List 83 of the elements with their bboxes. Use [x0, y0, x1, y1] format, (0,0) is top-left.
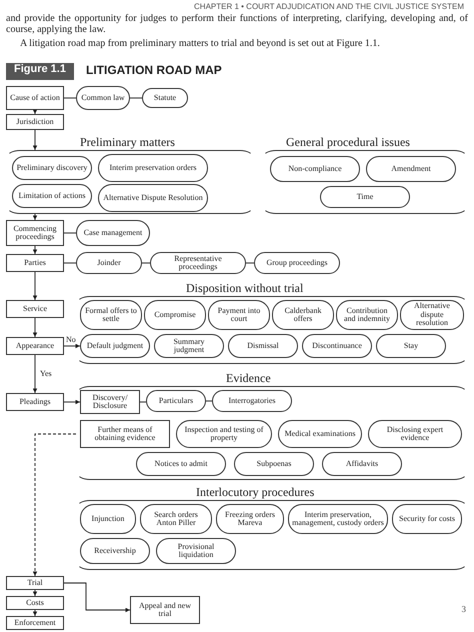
arrow [32, 590, 38, 596]
connector-line [206, 400, 212, 402]
rounded-box: Interim preservation, management, custody orders [288, 504, 388, 534]
rounded-box: Subpoenas [234, 452, 314, 476]
rounded-box: Non-compliance [270, 156, 360, 182]
process-box: Discovery/ Disclosure [80, 390, 140, 414]
arrow [32, 110, 38, 114]
body-paragraph: A litigation road map from preliminary matters to trial and beyond is set out at Figure 1.1. [19, 38, 381, 49]
edge-label: Yes [39, 369, 53, 378]
rounded-box: Interrogatories [212, 390, 292, 412]
arrow [64, 582, 130, 612]
arrow [32, 214, 38, 220]
page-number: 3 [462, 604, 466, 614]
process-box: Appearance [6, 337, 64, 355]
rounded-box: Summary judgment [154, 334, 224, 358]
arrow [32, 246, 38, 254]
arrow [32, 272, 38, 300]
rounded-box: Dismissal [228, 334, 298, 358]
rounded-box: Default judgment [80, 334, 150, 358]
group-heading: Preliminary matters [80, 134, 175, 150]
rounded-box: Medical examinations [278, 420, 362, 448]
body-paragraph: and provide the opportunity for judges to perform their functions of interpreting, clarifying, developing and, of course, applying the law. [6, 13, 468, 35]
rounded-box: Alternative Dispute Resolution [98, 184, 208, 212]
process-box: Jurisdiction [6, 114, 64, 130]
rounded-box: Formal offers to settle [80, 300, 142, 330]
process-box: Service [6, 300, 64, 318]
rounded-box: Inspection and testing of property [176, 420, 272, 448]
connector-line [246, 262, 254, 264]
group-heading: Disposition without trial [186, 280, 304, 296]
arrow [64, 400, 80, 404]
process-box: Cause of action [6, 86, 64, 110]
connector-line [64, 232, 76, 234]
rounded-box: Receivership [80, 538, 150, 564]
arrow [32, 354, 38, 394]
figure-tag: Figure 1.1 [6, 63, 74, 80]
process-box: Appeal and new trial [130, 596, 200, 624]
rounded-box: Group proceedings [254, 252, 340, 274]
rounded-box: Alternative dispute resolution [400, 300, 464, 330]
rounded-box: Freezing orders Mareva [216, 504, 284, 534]
process-box: Commencing proceedings [6, 220, 64, 246]
edge-label: No [65, 335, 77, 344]
process-box: Costs [6, 596, 64, 610]
rounded-box: Common law [76, 86, 130, 110]
rounded-box: Security for costs [392, 504, 462, 534]
group-heading: Interlocutory procedures [196, 484, 314, 500]
connector-line [142, 262, 150, 264]
rounded-box: Limitation of actions [12, 184, 92, 208]
rounded-box: Contribution and indemnity [336, 300, 398, 330]
group-heading: General procedural issues [286, 134, 410, 150]
rounded-box: Disclosing expert evidence [368, 420, 462, 448]
rounded-box: Affidavits [322, 452, 402, 476]
rounded-box: Injunction [80, 504, 136, 534]
rounded-box: Time [320, 186, 410, 208]
rounded-box: Search orders Anton Piller [140, 504, 212, 534]
arrow [32, 610, 38, 616]
arrow [32, 130, 38, 150]
rounded-box: Discontinuance [302, 334, 372, 358]
process-box: Pleadings [6, 393, 64, 411]
process-box: Parties [6, 254, 64, 272]
rounded-box: Provisional liquidation [156, 538, 236, 564]
rounded-box: Payment into court [208, 300, 270, 330]
figure-title: LITIGATION ROAD MAP [86, 63, 222, 77]
process-box: Trial [6, 576, 64, 590]
group-heading: Evidence [226, 370, 271, 386]
rounded-box: Calderbank offers [272, 300, 334, 330]
rounded-box: Representative proceedings [150, 252, 246, 274]
rounded-box: Particulars [146, 390, 206, 412]
rounded-box: Joinder [76, 252, 142, 274]
running-header: CHAPTER 1 • COURT ADJUDICATION AND THE CIVIL JUSTICE SYSTEM [193, 2, 464, 11]
rounded-box: Compromise [144, 300, 206, 330]
connector-line [64, 262, 76, 264]
process-box: Enforcement [6, 616, 64, 630]
arrow [64, 344, 80, 348]
arrow [32, 434, 76, 576]
rounded-box: Stay [376, 334, 446, 358]
rounded-box: Amendment [366, 156, 456, 182]
rounded-box: Preliminary discovery [12, 156, 92, 180]
rounded-box: Statute [142, 88, 188, 108]
process-box: Further means of obtaining evidence [80, 420, 170, 448]
arrow [32, 318, 38, 338]
rounded-box: Notices to admit [136, 452, 226, 476]
rounded-box: Case management [76, 220, 150, 246]
rounded-box: Interim preservation orders [98, 154, 208, 182]
